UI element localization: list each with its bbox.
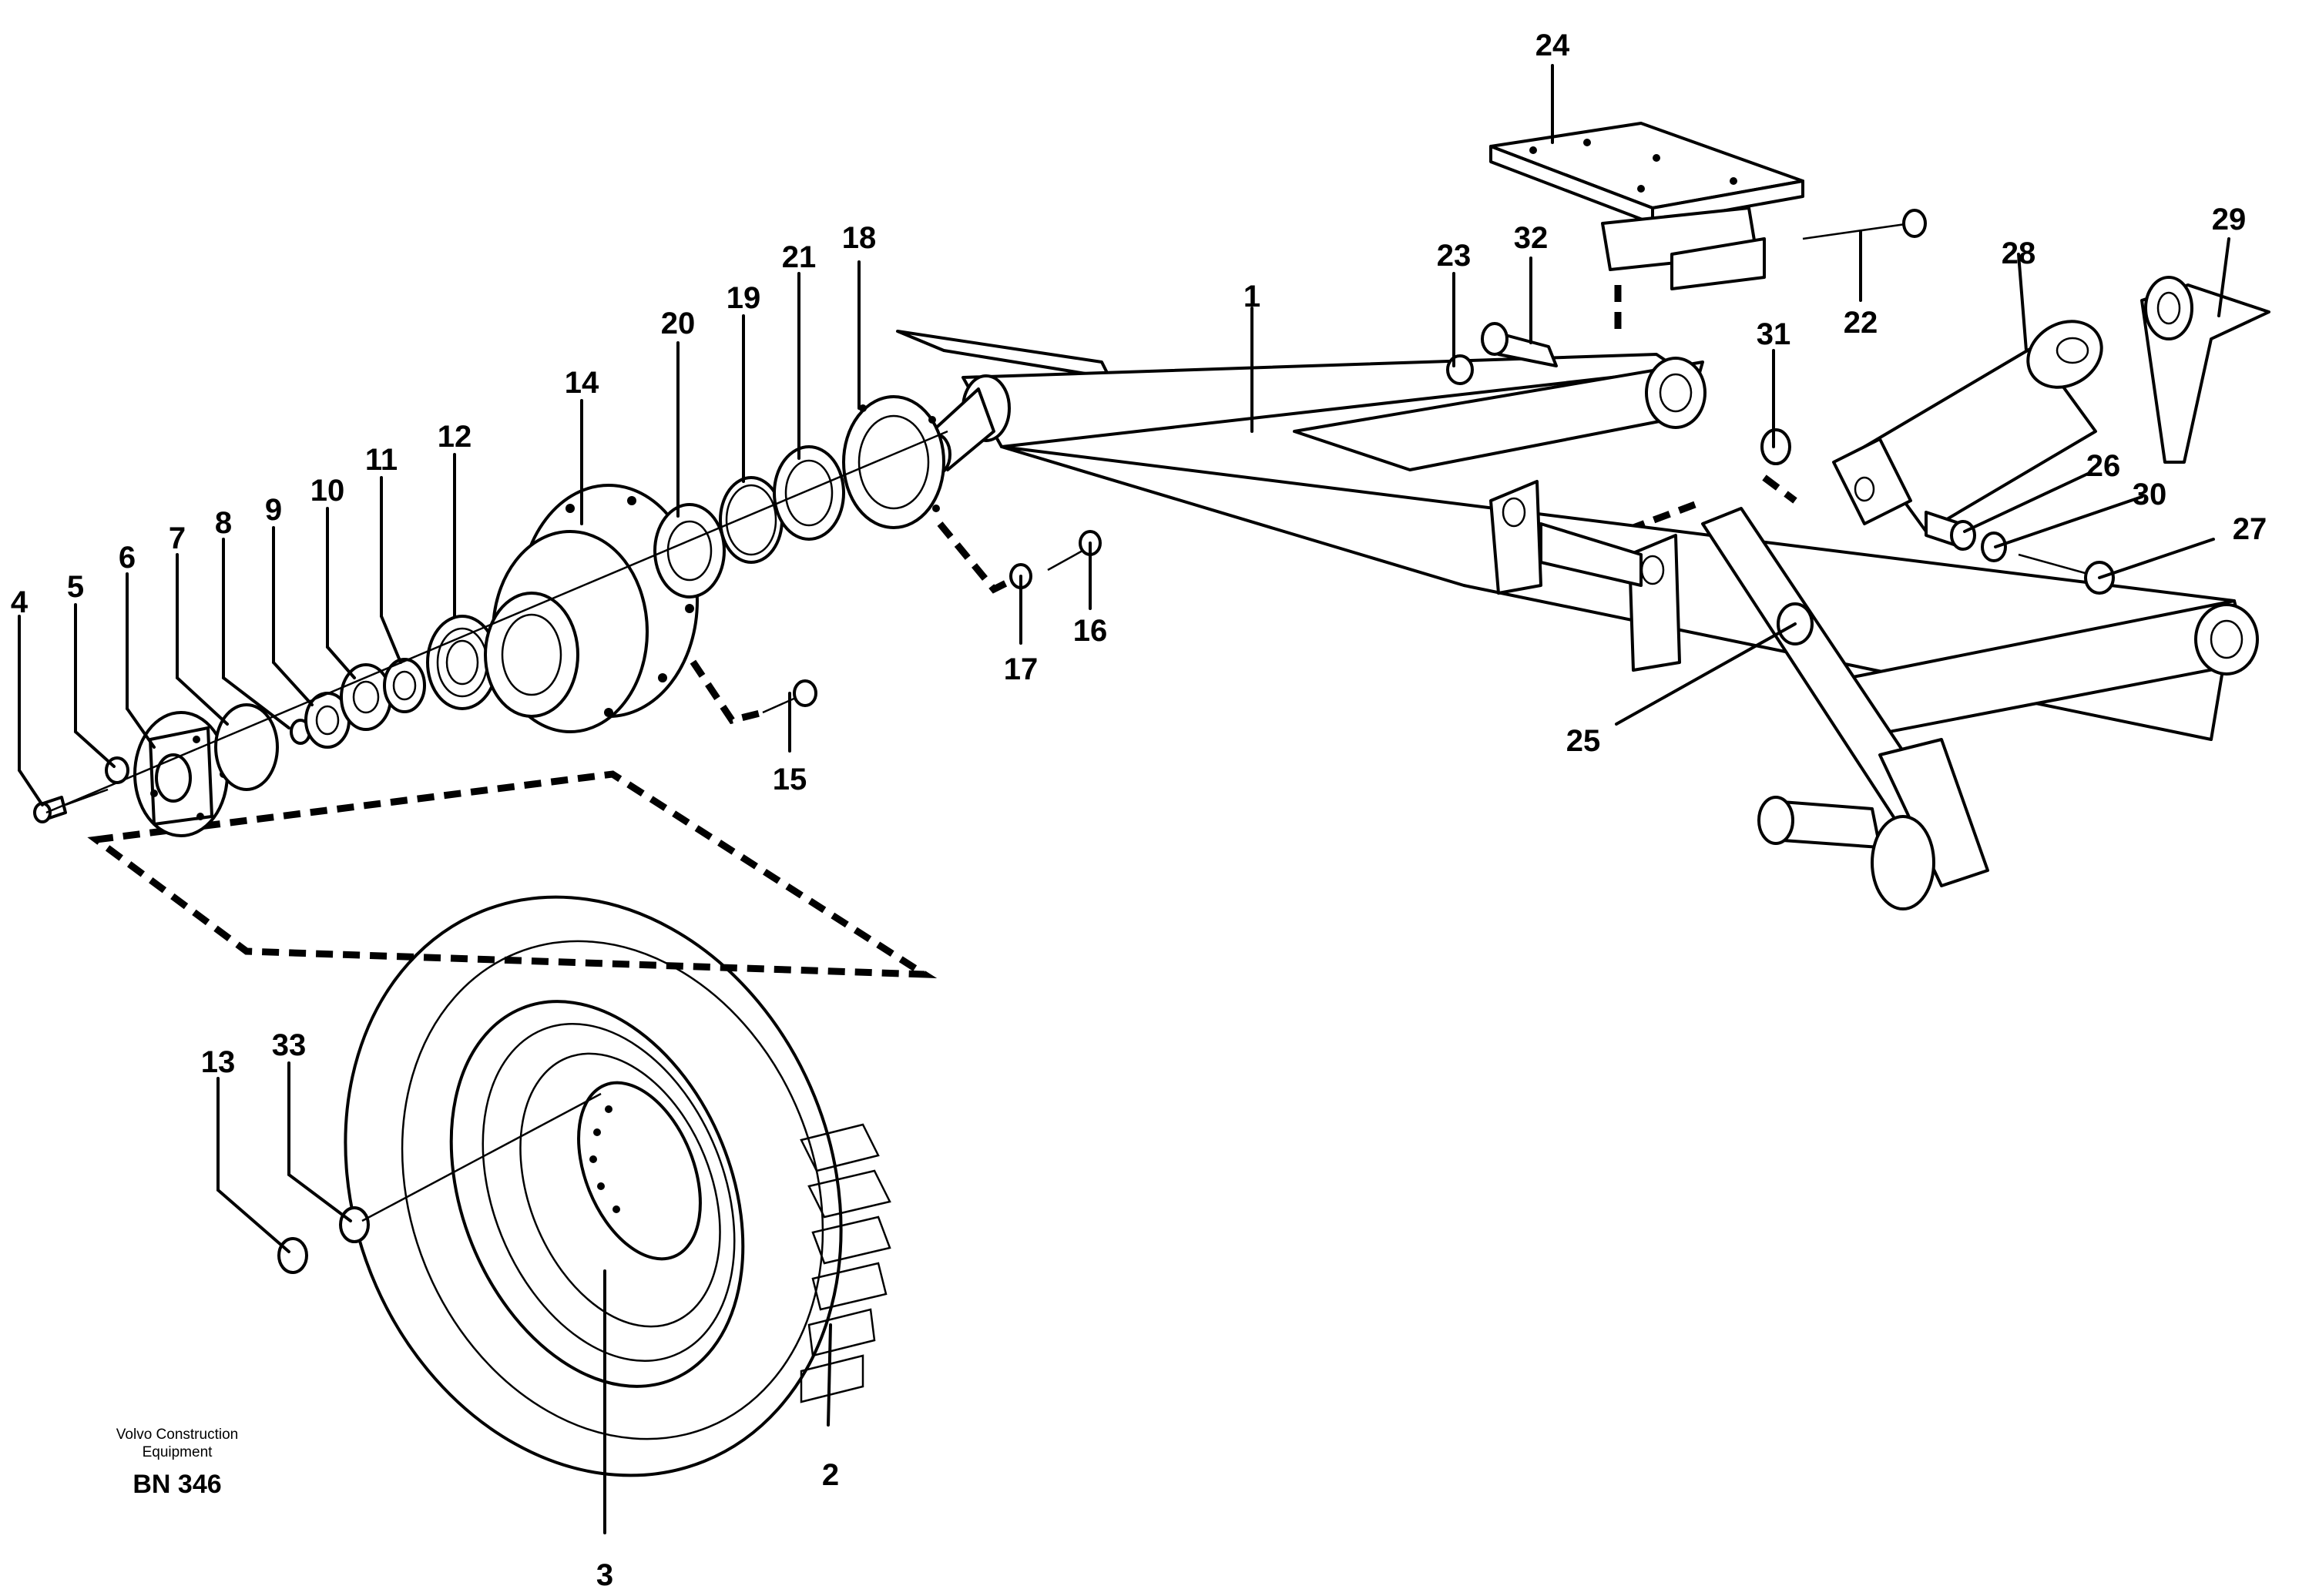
callout-27: 27 xyxy=(2233,512,2267,546)
part-23-nut xyxy=(1446,354,1474,385)
callout-10: 10 xyxy=(310,474,345,508)
upper-mount-parts xyxy=(1446,122,2270,645)
leader-lines xyxy=(18,64,2230,1534)
callout-26: 26 xyxy=(2086,449,2121,483)
callout-14: 14 xyxy=(565,366,599,400)
callout-16: 16 xyxy=(1073,614,1108,648)
callout-13: 13 xyxy=(201,1045,236,1079)
brand-line-2: Equipment xyxy=(143,1444,213,1460)
callout-22: 22 xyxy=(1844,306,1878,340)
callout-7: 7 xyxy=(169,521,186,555)
footer: Volvo Construction Equipment BN 346 xyxy=(116,1427,238,1499)
part-11-ring xyxy=(383,658,426,713)
callout-32: 32 xyxy=(1514,221,1549,255)
part-22-bolt xyxy=(1802,209,1927,240)
tire-and-rim xyxy=(344,895,891,1477)
part-16-bolt xyxy=(1047,530,1102,572)
part-4-bolt xyxy=(33,788,109,823)
part-33-washer xyxy=(339,1206,370,1243)
callout-17: 17 xyxy=(1004,652,1039,686)
callout-28: 28 xyxy=(2002,236,2036,270)
callout-20: 20 xyxy=(661,307,696,340)
callout-21: 21 xyxy=(782,240,817,274)
part-31-nut xyxy=(1760,428,1791,465)
part-14-hub xyxy=(484,484,699,733)
part-15-bolt xyxy=(762,679,817,714)
part-29-bracket xyxy=(2140,276,2270,464)
part-6-hub-cap xyxy=(133,711,229,837)
callout-25: 25 xyxy=(1566,724,1601,758)
drawing-code: BN 346 xyxy=(133,1470,221,1499)
part-20-bearing xyxy=(653,503,726,598)
part-28-cylinder xyxy=(1832,320,2103,533)
callout-18: 18 xyxy=(842,221,877,255)
part-21-seal xyxy=(773,445,845,541)
hub-components xyxy=(33,395,1102,1274)
callout-6: 6 xyxy=(119,541,136,575)
part-24-mounting-plate xyxy=(1489,122,1804,290)
callout-19: 19 xyxy=(727,281,761,315)
callout-30: 30 xyxy=(2133,478,2167,511)
part-7-o-ring xyxy=(214,703,279,791)
callout-29: 29 xyxy=(2212,203,2247,236)
axle-beam xyxy=(896,330,2259,910)
callout-labels: 1 2 3 4 5 6 7 8 9 10 11 12 13 14 15 16 1… xyxy=(11,28,2267,1592)
callout-2: 2 xyxy=(822,1458,839,1492)
part-18-flange xyxy=(842,395,945,529)
part-13-nut xyxy=(277,1237,308,1274)
callout-15: 15 xyxy=(773,763,807,796)
callout-11: 11 xyxy=(365,443,398,477)
part-19-ring xyxy=(719,476,784,564)
callout-31: 31 xyxy=(1757,317,1791,351)
callout-5: 5 xyxy=(67,570,84,604)
part-10-lock-washer xyxy=(340,663,392,731)
brand-line-1: Volvo Construction xyxy=(116,1427,238,1443)
callout-24: 24 xyxy=(1535,28,1570,62)
callout-1: 1 xyxy=(1243,280,1260,314)
callout-9: 9 xyxy=(265,493,282,527)
callout-12: 12 xyxy=(438,420,472,454)
callout-8: 8 xyxy=(215,506,232,540)
callout-4: 4 xyxy=(11,585,29,619)
callout-33: 33 xyxy=(272,1028,307,1062)
callout-23: 23 xyxy=(1437,239,1472,273)
callout-3: 3 xyxy=(596,1558,613,1592)
